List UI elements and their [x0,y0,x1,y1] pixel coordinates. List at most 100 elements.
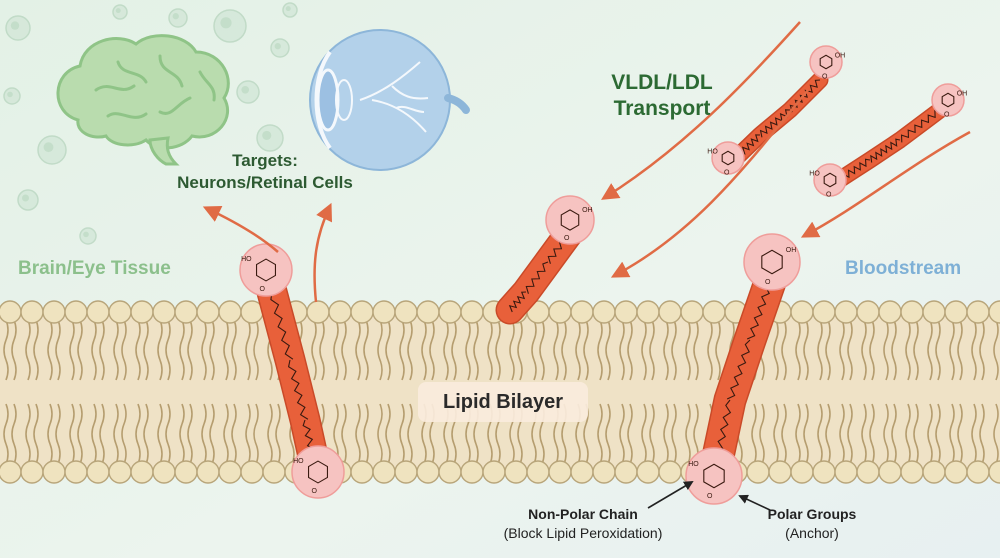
lipid-tail [113,403,119,465]
arrow-transport-3 [800,130,971,238]
lipid-tail [847,403,853,465]
lipid-tail [927,403,933,465]
lipid-tail [971,319,977,381]
ionone-ring [819,54,833,70]
lipid-tail [311,319,317,381]
lipid-head [812,460,836,484]
polar-group-halo [291,445,345,499]
lipid-tail [649,319,655,381]
lipid-head [108,300,132,324]
hydroxyl-label: OH [786,247,797,254]
lipid-tail [861,403,867,465]
lipid-tail [253,403,259,465]
lipid-head [20,460,44,484]
lipid-head [42,300,66,324]
lipid-head [152,460,176,484]
lipid-tail [927,319,933,381]
polar-group-halo [813,163,847,197]
lipid-tail [869,403,875,465]
hydroxyl-label: HO [241,256,252,263]
lipid-head [834,460,858,484]
cell-nucleus [83,231,89,238]
lipid-head [86,460,110,484]
cell-nucleus [115,8,121,14]
lipid-tail [663,319,669,381]
cell-nucleus [285,6,291,12]
lipid-tail [25,403,31,465]
lipid-tail [751,403,757,465]
lipid-head [416,300,440,324]
lipid-tail [121,403,127,465]
lipid-tail [795,403,801,465]
lipid-tail [407,319,413,381]
lipid-tail [113,319,119,381]
lipid-tail [333,319,339,381]
polyene-chain [746,281,771,340]
polyene-chain [270,291,294,360]
lipid-tail [949,403,955,465]
lipid-tail [77,319,83,381]
polyene-chain [789,79,821,113]
lipid-head [592,460,616,484]
bloodstream-label: Bloodstream [845,258,962,279]
lipid-tail [803,403,809,465]
lipid-head [526,460,550,484]
lipid-head [482,460,506,484]
lipid-tail [539,319,545,381]
lipid-tail [663,403,669,465]
arrow-target-1 [202,206,279,253]
lipid-head [570,300,594,324]
lipid-tail [781,403,787,465]
lipid-tail [619,319,625,381]
lipid-head [944,300,968,324]
lipid-tail [905,319,911,381]
lipid-tail [781,319,787,381]
lipid-tail [553,319,559,381]
lipid-tail [179,319,185,381]
polyene-chain [726,339,751,400]
lipid-tail [803,319,809,381]
hydroxyl-label: HO [293,458,304,465]
lipid-tail [407,403,413,465]
lipid-tail [979,319,985,381]
lipid-tail [55,319,61,381]
lipid-tail [627,403,633,465]
lipid-tail [583,319,589,381]
carbonyl-label: O [944,112,950,119]
lipid-head [812,300,836,324]
arrow-transport-1 [601,21,801,200]
cell-nucleus [7,91,13,98]
carbonyl-label: O [707,493,713,500]
lipid-tail [135,403,141,465]
lipid-head [570,460,594,484]
lipid-tail [355,403,361,465]
polar-group-halo [931,83,965,117]
lipid-head [548,460,572,484]
lipid-head [20,300,44,324]
lipid-head [218,300,242,324]
lipid-head [966,460,990,484]
hydroxyl-label: OH [582,207,593,214]
lipid-tail [839,319,845,381]
lipid-tail [883,319,889,381]
lipid-tail [605,319,611,381]
polar-group-halo [711,141,745,175]
polyene-chain [508,291,527,313]
lipid-head [372,460,396,484]
cell-nucleus [43,142,54,153]
lipid-tail [597,403,603,465]
lipid-tail [979,403,985,465]
cell-nucleus [274,43,281,50]
lipid-tail [157,319,163,381]
lipid-head [438,300,462,324]
lipid-head [152,300,176,324]
lipid-tail [861,319,867,381]
lipid-head [834,300,858,324]
lipid-tail [759,403,765,465]
lipid-head [988,460,1000,484]
lipid-head [790,300,814,324]
lipid-tail [209,319,215,381]
lipid-tail [935,319,941,381]
